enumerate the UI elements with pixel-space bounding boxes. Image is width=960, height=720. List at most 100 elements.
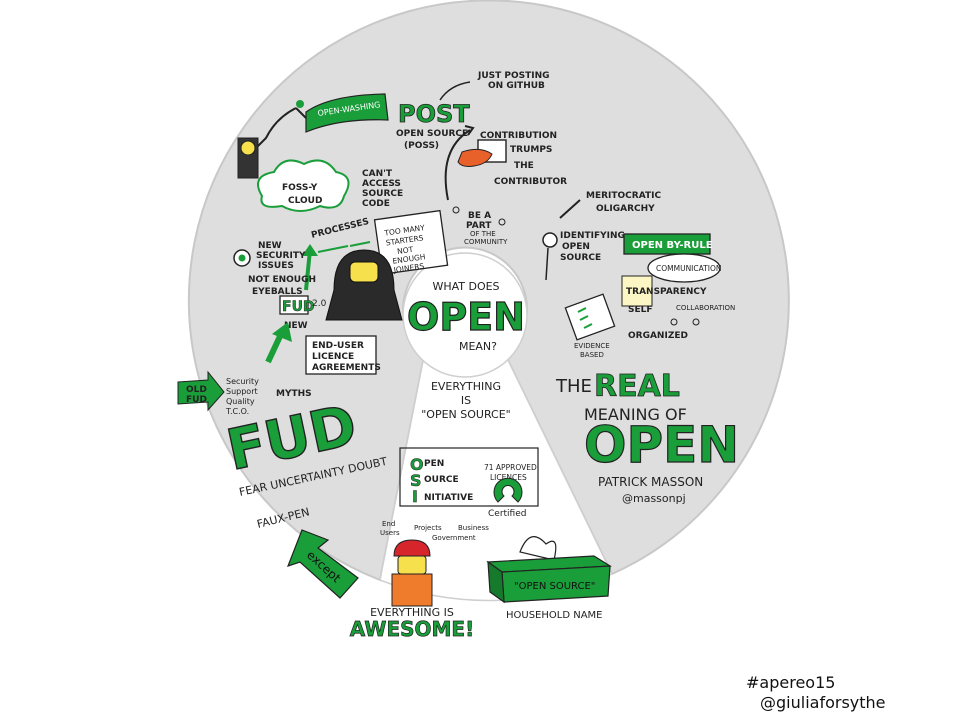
communication-label: COMMUNICATION [656,264,722,273]
evidence-paper [564,293,616,341]
center-question: WHAT DOES OPEN MEAN? [406,280,525,353]
keyhole-circle [402,252,528,378]
growth-arrowhead [302,244,318,256]
myth-quality: Quality [226,397,255,406]
post-open-source: OPEN SOURCE [396,129,468,139]
speaker-name: PATRICK MASSON [598,475,703,489]
lego-body-icon [391,573,433,607]
top-section: JUST POSTING ON GITHUB POST OPEN SOURCE … [233,71,567,331]
fossy-cloud-icon [257,159,350,212]
cant-access-3: SOURCE [362,189,403,199]
paint-drip-icon [296,100,304,108]
tissue-box-side [487,560,505,604]
household-label: HOUSEHOLD NAME [506,610,602,621]
community-2: PART [466,221,492,231]
growth-arrow [304,249,312,291]
projects-label: Projects [414,524,442,532]
real-the: THE [555,376,592,397]
github-arrow [439,81,471,101]
person-icon-b [498,218,506,226]
new-security-2: SECURITY [256,251,306,261]
self-label: SELF [628,305,653,315]
collab-person-b [692,318,700,326]
new-fud-arrowhead [272,322,292,342]
open-by-rule-box [623,233,711,255]
osi-open: PEN [424,459,444,469]
old-fud-1: OLD [186,385,207,395]
myths-label: MYTHS [276,389,312,399]
organized-label: ORGANIZED [628,331,688,341]
osi-i: I [412,487,418,506]
paint-roller-icon [255,107,307,149]
except-arrow [286,529,359,599]
transparency-label: TRANSPARENCY [626,287,707,297]
center-mean: MEAN? [459,340,497,353]
fud2-new: NEW [284,321,308,331]
eyeballs-1: NOT ENOUGH [248,275,316,285]
approved-1: 71 APPROVED [484,463,537,472]
right-section: MERITOCRATIC OLIGARCHY IDENTIFYING OPEN … [542,191,740,505]
evidence-checks [577,307,593,329]
open-by-rule-label: OPEN BY-RULE [632,240,713,251]
end-users-1: End [382,520,395,528]
cant-access-1: CAN'T [362,169,393,179]
person-icon-a [452,206,460,214]
trumps-label: TRUMPS [510,145,552,155]
everything-1: EVERYTHING [431,380,501,393]
loop-arrowhead [464,125,475,136]
cant-access-4: CODE [362,199,390,209]
robber-head-icon [240,140,256,156]
approved-2: LICENCES [490,473,527,482]
hooded-face-icon [349,261,379,283]
based-label: BASED [580,351,604,359]
end-users-2: Users [380,529,400,537]
awesome-1: EVERYTHING IS [370,606,454,619]
contribution-label: CONTRIBUTION [480,131,557,141]
business-label: Business [458,524,489,532]
eula-2: LICENCE [312,352,354,362]
open-washing-paint [305,93,389,133]
fossy-label-2: CLOUD [288,196,322,206]
community-1: BE A [468,211,491,221]
center-open: OPEN [407,295,525,339]
osi-keyhole-icon [493,477,523,503]
wheel-background [187,0,790,582]
real-label: REAL [594,369,680,404]
orange-hand-icon [457,148,493,167]
hooded-figure-icon [325,249,403,321]
center-what-does: WHAT DOES [432,280,499,293]
myth-support: Support [226,387,258,396]
fud2-version: 2.0 [312,299,327,309]
bottom-section: EVERYTHING IS "OPEN SOURCE" O PEN S OURC… [349,380,612,641]
signature: #apereo15 @giuliaforsythe [746,673,886,712]
meritocratic-label: MERITOCRATIC [586,191,661,201]
author-label: @giuliaforsythe [760,693,886,712]
new-security-1: NEW [258,241,282,251]
open-big-label: OPEN [584,416,739,474]
evidence-label: EVIDENCE [574,342,610,350]
fud2-label: FUD [282,299,315,315]
lego-face-icon [397,555,427,575]
tissue-label: "OPEN SOURCE" [514,581,595,592]
contributor-label: CONTRIBUTOR [494,177,567,187]
government-label: Government [432,534,476,542]
eula-3: AGREEMENTS [312,363,381,373]
myth-tco: T.C.O. [225,407,249,416]
contribution-loop-arrow [444,129,471,201]
speaker-handle: @massonpj [622,492,686,505]
communication-bubble [647,253,721,283]
starters-5: JOINERS [392,261,425,274]
transparency-note [621,275,653,307]
eyeballs-2: EYEBALLS [252,287,303,297]
community-4: COMMUNITY [464,238,508,246]
tissue-icon [519,536,557,561]
eula-1: END-USER [312,341,364,351]
eula-note [305,335,377,375]
meaning-of-label: MEANING OF [584,405,687,424]
post-label: POST [398,100,470,128]
awesome-2: AWESOME! [350,617,474,641]
community-3: OF THE [470,230,496,238]
post-poss: (POSS) [404,141,439,151]
fud2-box [279,295,309,315]
oligarchy-label: OLIGARCHY [596,204,655,214]
